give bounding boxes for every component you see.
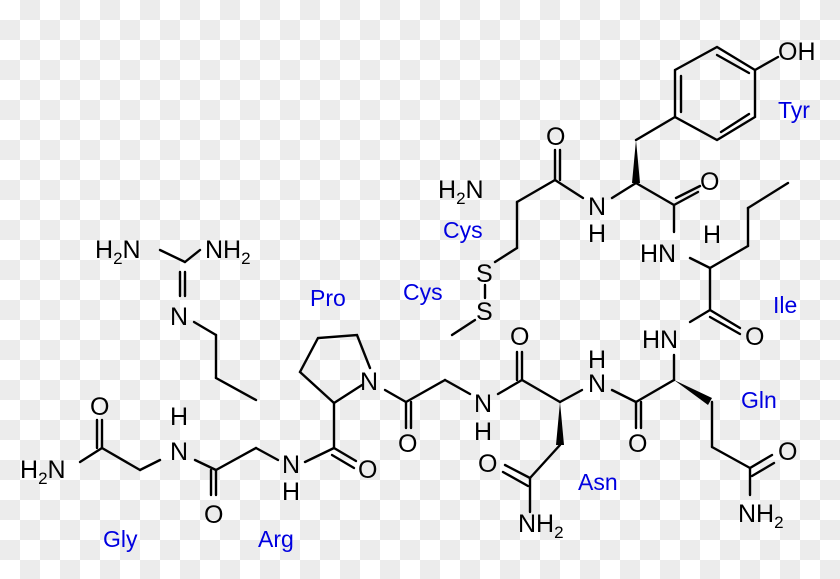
label-arg: Arg — [258, 526, 294, 552]
label-asn: Asn — [578, 469, 618, 495]
svg-text:NH2: NH2 — [518, 510, 564, 542]
svg-text:N: N — [170, 303, 188, 331]
residue-labels: Tyr Cys Cys Ile Pro Gln Asn Gly Arg — [103, 97, 810, 552]
svg-text:OH: OH — [778, 38, 816, 66]
svg-text:H2N: H2N — [20, 456, 66, 488]
svg-text:H2N: H2N — [95, 236, 141, 268]
svg-text:O: O — [546, 123, 565, 151]
svg-text:N: N — [360, 368, 378, 396]
label-ile: Ile — [773, 292, 797, 318]
svg-text:O: O — [510, 323, 529, 351]
svg-text:H: H — [588, 346, 606, 374]
svg-text:H: H — [474, 418, 492, 446]
label-pro: Pro — [310, 285, 346, 311]
svg-text:H: H — [282, 478, 300, 506]
svg-text:HN: HN — [642, 326, 678, 354]
svg-text:S: S — [476, 260, 493, 288]
svg-text:NH2: NH2 — [205, 236, 251, 268]
svg-text:O: O — [204, 501, 223, 529]
svg-text:S: S — [476, 298, 493, 326]
svg-text:HN: HN — [640, 240, 676, 268]
label-tyr: Tyr — [778, 97, 810, 123]
svg-text:H: H — [170, 403, 188, 431]
svg-text:O: O — [478, 450, 497, 478]
svg-text:N: N — [474, 390, 492, 418]
svg-text:NH2: NH2 — [738, 500, 784, 532]
svg-text:O: O — [700, 168, 719, 196]
bonds — [78, 45, 790, 514]
svg-text:O: O — [358, 456, 377, 484]
svg-text:O: O — [778, 438, 797, 466]
label-cys-1: Cys — [443, 217, 483, 243]
svg-text:O: O — [745, 323, 764, 351]
label-gly: Gly — [103, 526, 138, 552]
svg-text:N: N — [282, 451, 300, 479]
svg-text:H: H — [588, 220, 606, 248]
svg-text:N: N — [588, 370, 606, 398]
label-gln: Gln — [741, 387, 777, 413]
svg-text:H: H — [703, 221, 721, 249]
svg-text:O: O — [628, 430, 647, 458]
svg-text:N: N — [170, 438, 188, 466]
label-cys-2: Cys — [403, 279, 443, 305]
svg-text:O: O — [90, 393, 109, 421]
svg-text:N: N — [588, 193, 606, 221]
svg-text:H2N: H2N — [438, 176, 484, 208]
svg-text:O: O — [398, 430, 417, 458]
